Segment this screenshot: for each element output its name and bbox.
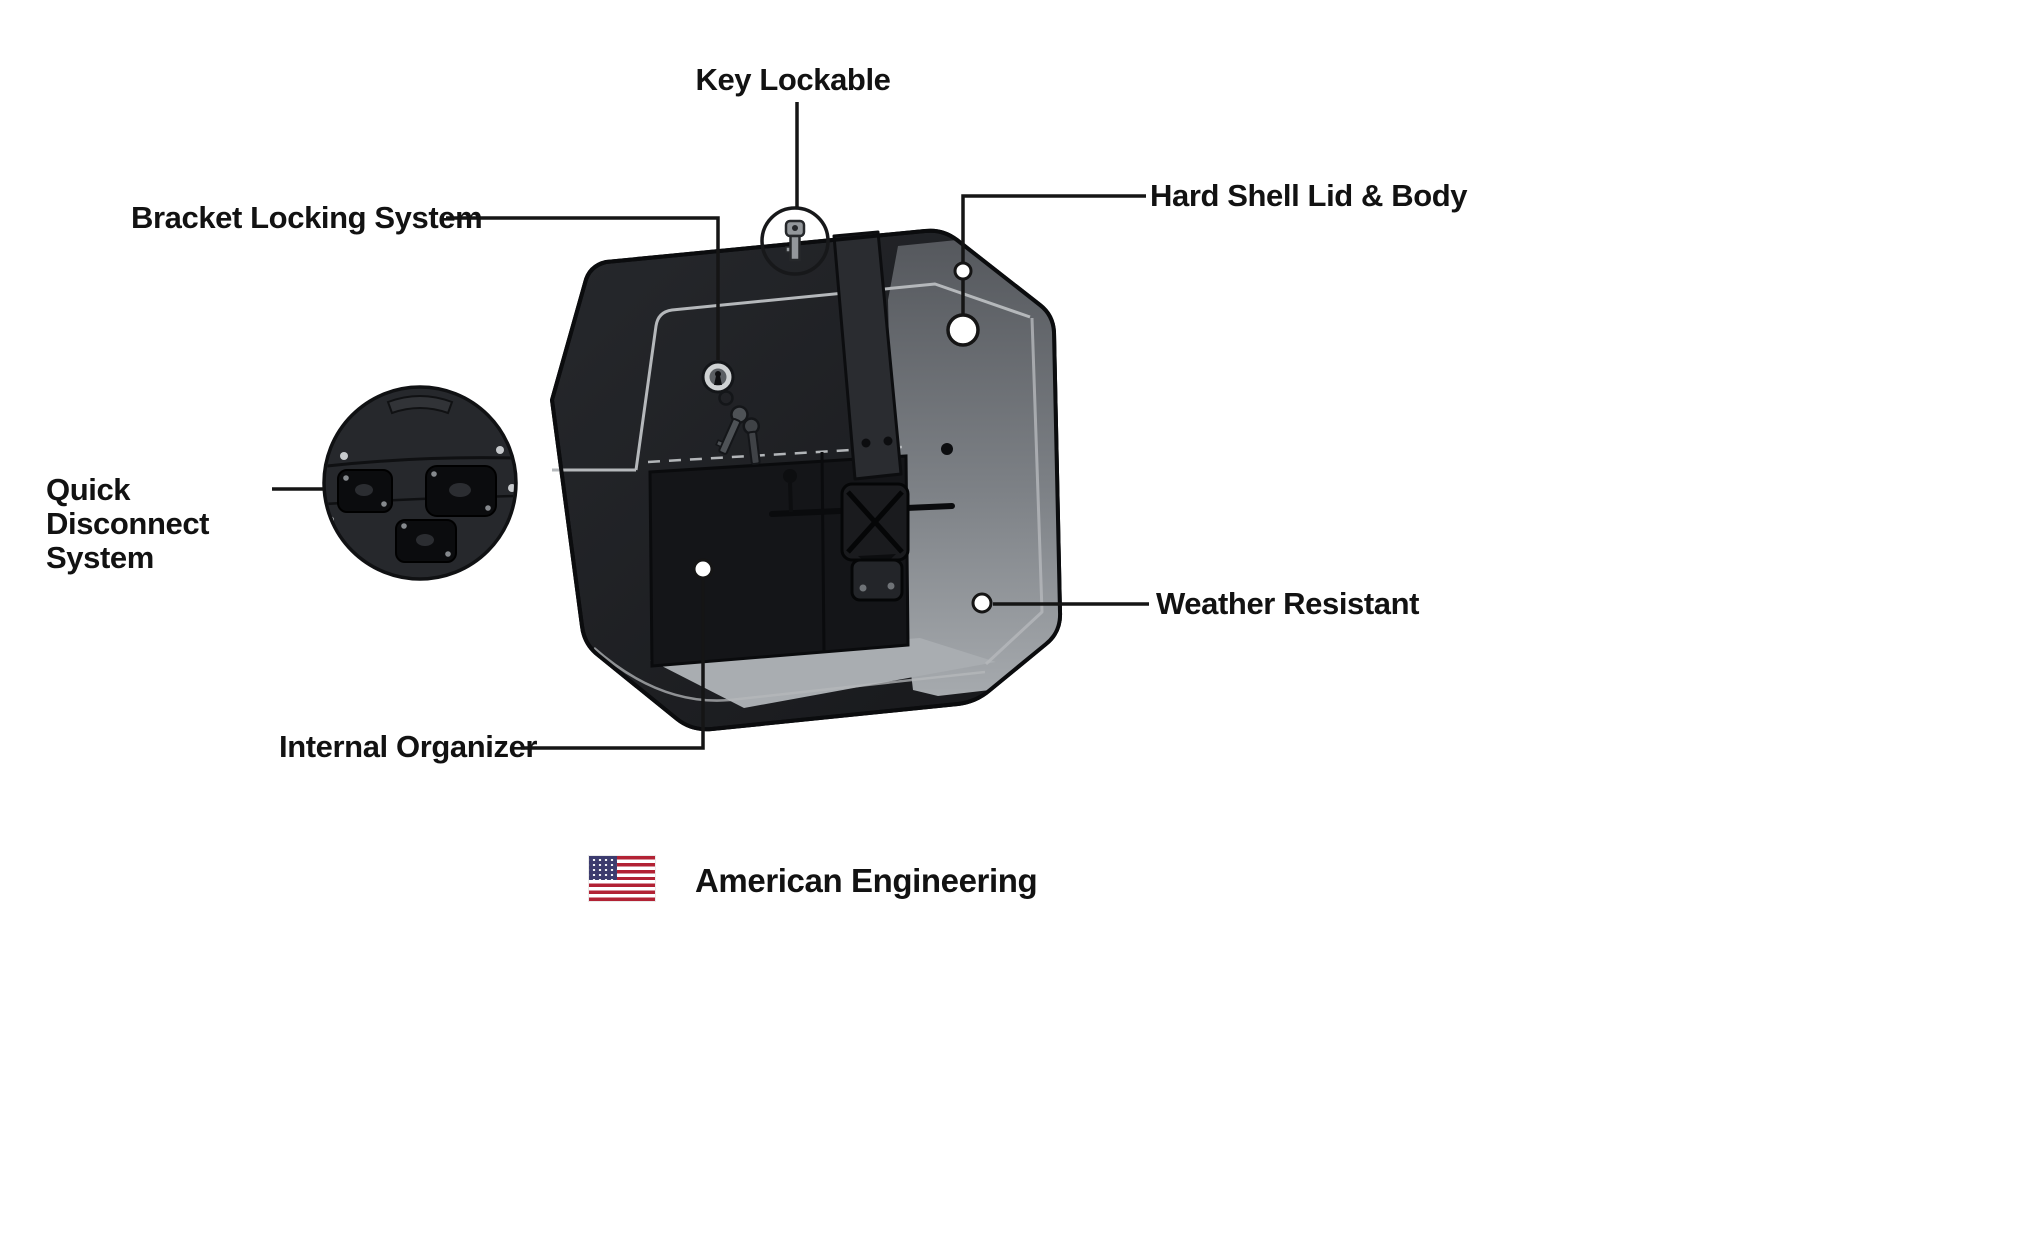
footer-tagline: American Engineering: [695, 862, 1038, 899]
callout-key-lockable: Key Lockable: [695, 62, 891, 97]
callout-bracket-locking-system: Bracket Locking System: [131, 200, 483, 235]
marker-internal-organizer: [692, 558, 714, 580]
keys-icon: [715, 390, 761, 466]
callout-hard-shell-lid-body: Hard Shell Lid & Body: [1150, 178, 1468, 213]
leader-bracket-locking: [446, 216, 720, 360]
marker-hard-shell-small: [953, 261, 973, 281]
case-outline: [550, 228, 1063, 732]
us-flag-icon: [589, 856, 655, 901]
lid-rim-outline: [552, 282, 1044, 702]
key-lockable-marker-circle: [760, 206, 830, 276]
top-key-icon: [784, 219, 806, 262]
marker-hard-shell-large: [946, 313, 980, 347]
callout-weather-resistant: Weather Resistant: [1156, 586, 1420, 621]
strap: [832, 230, 903, 481]
bracket-lock-keyhole: [701, 360, 735, 394]
callout-internal-organizer: Internal Organizer: [279, 729, 538, 764]
leader-internal-organizer: [521, 580, 705, 750]
quick-disconnect-inset: [322, 385, 518, 581]
marker-weather-resistant: [971, 592, 993, 614]
buckle: [840, 482, 910, 602]
us-flag-canton: [589, 856, 617, 881]
callout-quick-disconnect-system: Quick Disconnect System: [46, 472, 210, 576]
